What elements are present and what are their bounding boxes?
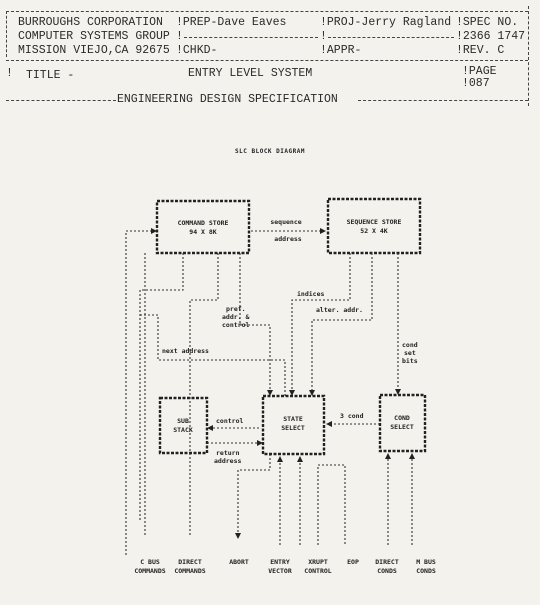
sequence-store-size: 52 X 4K <box>360 227 387 235</box>
group-name: COMPUTER SYSTEMS GROUP <box>18 30 170 43</box>
xrupt-control-label: CONTROL <box>304 567 331 575</box>
appr-field: !APPR- <box>320 44 362 57</box>
document-footer-title: ENGINEERING DESIGN SPECIFICATION <box>117 93 338 106</box>
spec-header: BURROUGHS CORPORATION COMPUTER SYSTEMS G… <box>0 0 540 110</box>
entry-label: ENTRY <box>270 558 290 566</box>
connector-lines <box>125 228 415 555</box>
pref-label: pref. <box>226 305 246 313</box>
spec-number-field: !2366 1747 <box>456 30 526 43</box>
m-bus-label: M BUS <box>416 558 436 566</box>
page-number-field: !087 <box>462 77 490 90</box>
next-address-label: next address <box>162 347 209 355</box>
appr-value: APPR- <box>326 44 362 57</box>
diagram-title: SLC BLOCK DIAGRAM <box>235 148 305 155</box>
sequence-store-title: SEQUENCE STORE <box>347 218 402 226</box>
sequence-label: sequence <box>270 218 301 226</box>
prep-value: PREP-Dave Eaves <box>182 16 287 29</box>
rev-field: !REV. C <box>456 44 505 57</box>
command-store-block: COMMAND STORE 94 X 8K <box>155 199 251 255</box>
prep-field: !PREP-Dave Eaves <box>176 16 287 29</box>
sub-stack-subtitle: STACK <box>173 426 193 434</box>
control-label-upper: control <box>222 321 249 329</box>
xrupt-label: XRUPT <box>308 558 328 566</box>
company-address: MISSION VIEJO,CA 92675 <box>18 44 170 57</box>
direct-conds-top: DIRECT <box>375 558 399 566</box>
direct-label: DIRECT <box>178 558 202 566</box>
alter-addr-label: alter. addr. <box>316 306 363 314</box>
control-label: control <box>216 417 243 425</box>
page-label: PAGE <box>468 65 497 78</box>
rev-value: REV. C <box>462 44 505 57</box>
page-number: 087 <box>468 77 490 90</box>
header-mid-rule <box>6 60 528 61</box>
cond-select-title: COND <box>394 414 410 422</box>
state-select-subtitle: SELECT <box>281 424 305 432</box>
proj-appr-rule <box>328 37 454 38</box>
state-select-title: STATE <box>283 415 303 423</box>
direct-commands-label: COMMANDS <box>174 567 205 575</box>
sequence-store-block: SEQUENCE STORE 52 X 4K <box>326 197 422 255</box>
spec-field: !SPEC NO. <box>456 16 519 29</box>
spec-label: SPEC NO. <box>462 16 519 29</box>
footer-rule-left <box>6 100 116 101</box>
proj-field: !PROJ-Jerry Ragland <box>320 16 452 29</box>
eop-label: EOP <box>347 558 359 566</box>
cond-select-subtitle: SELECT <box>390 423 414 431</box>
m-bus-conds-label: CONDS <box>416 567 436 575</box>
cond-label: cond <box>402 341 418 349</box>
indices-label: indices <box>297 290 324 298</box>
prep-chkd-rule <box>184 37 318 38</box>
c-bus-label: C BUS <box>140 558 160 566</box>
spec-number: 2366 1747 <box>462 30 526 43</box>
bits-label: bits <box>402 357 418 365</box>
chkd-field: !CHKD- <box>176 44 218 57</box>
proj-separator: ! <box>320 30 327 43</box>
command-store-title: COMMAND STORE <box>178 219 229 227</box>
signal-labels: C BUS COMMANDS DIRECT COMMANDS ABORT ENT… <box>134 558 436 575</box>
page-label-field: !PAGE <box>462 65 497 78</box>
header-top-rule <box>6 11 528 12</box>
addr-and-label: addr. & <box>222 313 249 321</box>
header-right-rule <box>528 6 529 106</box>
state-select-block: STATE SELECT <box>261 394 326 456</box>
return-address-label: address <box>214 457 241 465</box>
footer-rule-right <box>358 100 528 101</box>
address-label: address <box>274 235 301 243</box>
title-value: ENTRY LEVEL SYSTEM <box>188 67 313 80</box>
inline-labels: sequence address indices pref. addr. & c… <box>162 218 418 465</box>
company-name: BURROUGHS CORPORATION <box>18 16 163 29</box>
entry-vector-label: VECTOR <box>268 567 292 575</box>
three-cond-label: 3 cond <box>340 412 364 420</box>
abort-label: ABORT <box>229 558 249 566</box>
c-bus-commands-label: COMMANDS <box>134 567 165 575</box>
sub-stack-title: SUB <box>177 417 189 425</box>
set-label: set <box>404 349 416 357</box>
chkd-value: CHKD- <box>182 44 218 57</box>
title-separator: ! <box>6 67 13 80</box>
direct-conds-label: CONDS <box>377 567 397 575</box>
title-label: TITLE - <box>26 69 75 82</box>
group-separator: ! <box>176 30 183 43</box>
command-store-size: 94 X 8K <box>189 228 216 236</box>
header-left-rule <box>6 11 7 57</box>
return-label: return <box>216 449 240 457</box>
proj-value: PROJ-Jerry Ragland <box>326 16 452 29</box>
cond-select-block: COND SELECT <box>378 393 427 453</box>
sub-stack-block: SUB STACK <box>158 396 209 455</box>
